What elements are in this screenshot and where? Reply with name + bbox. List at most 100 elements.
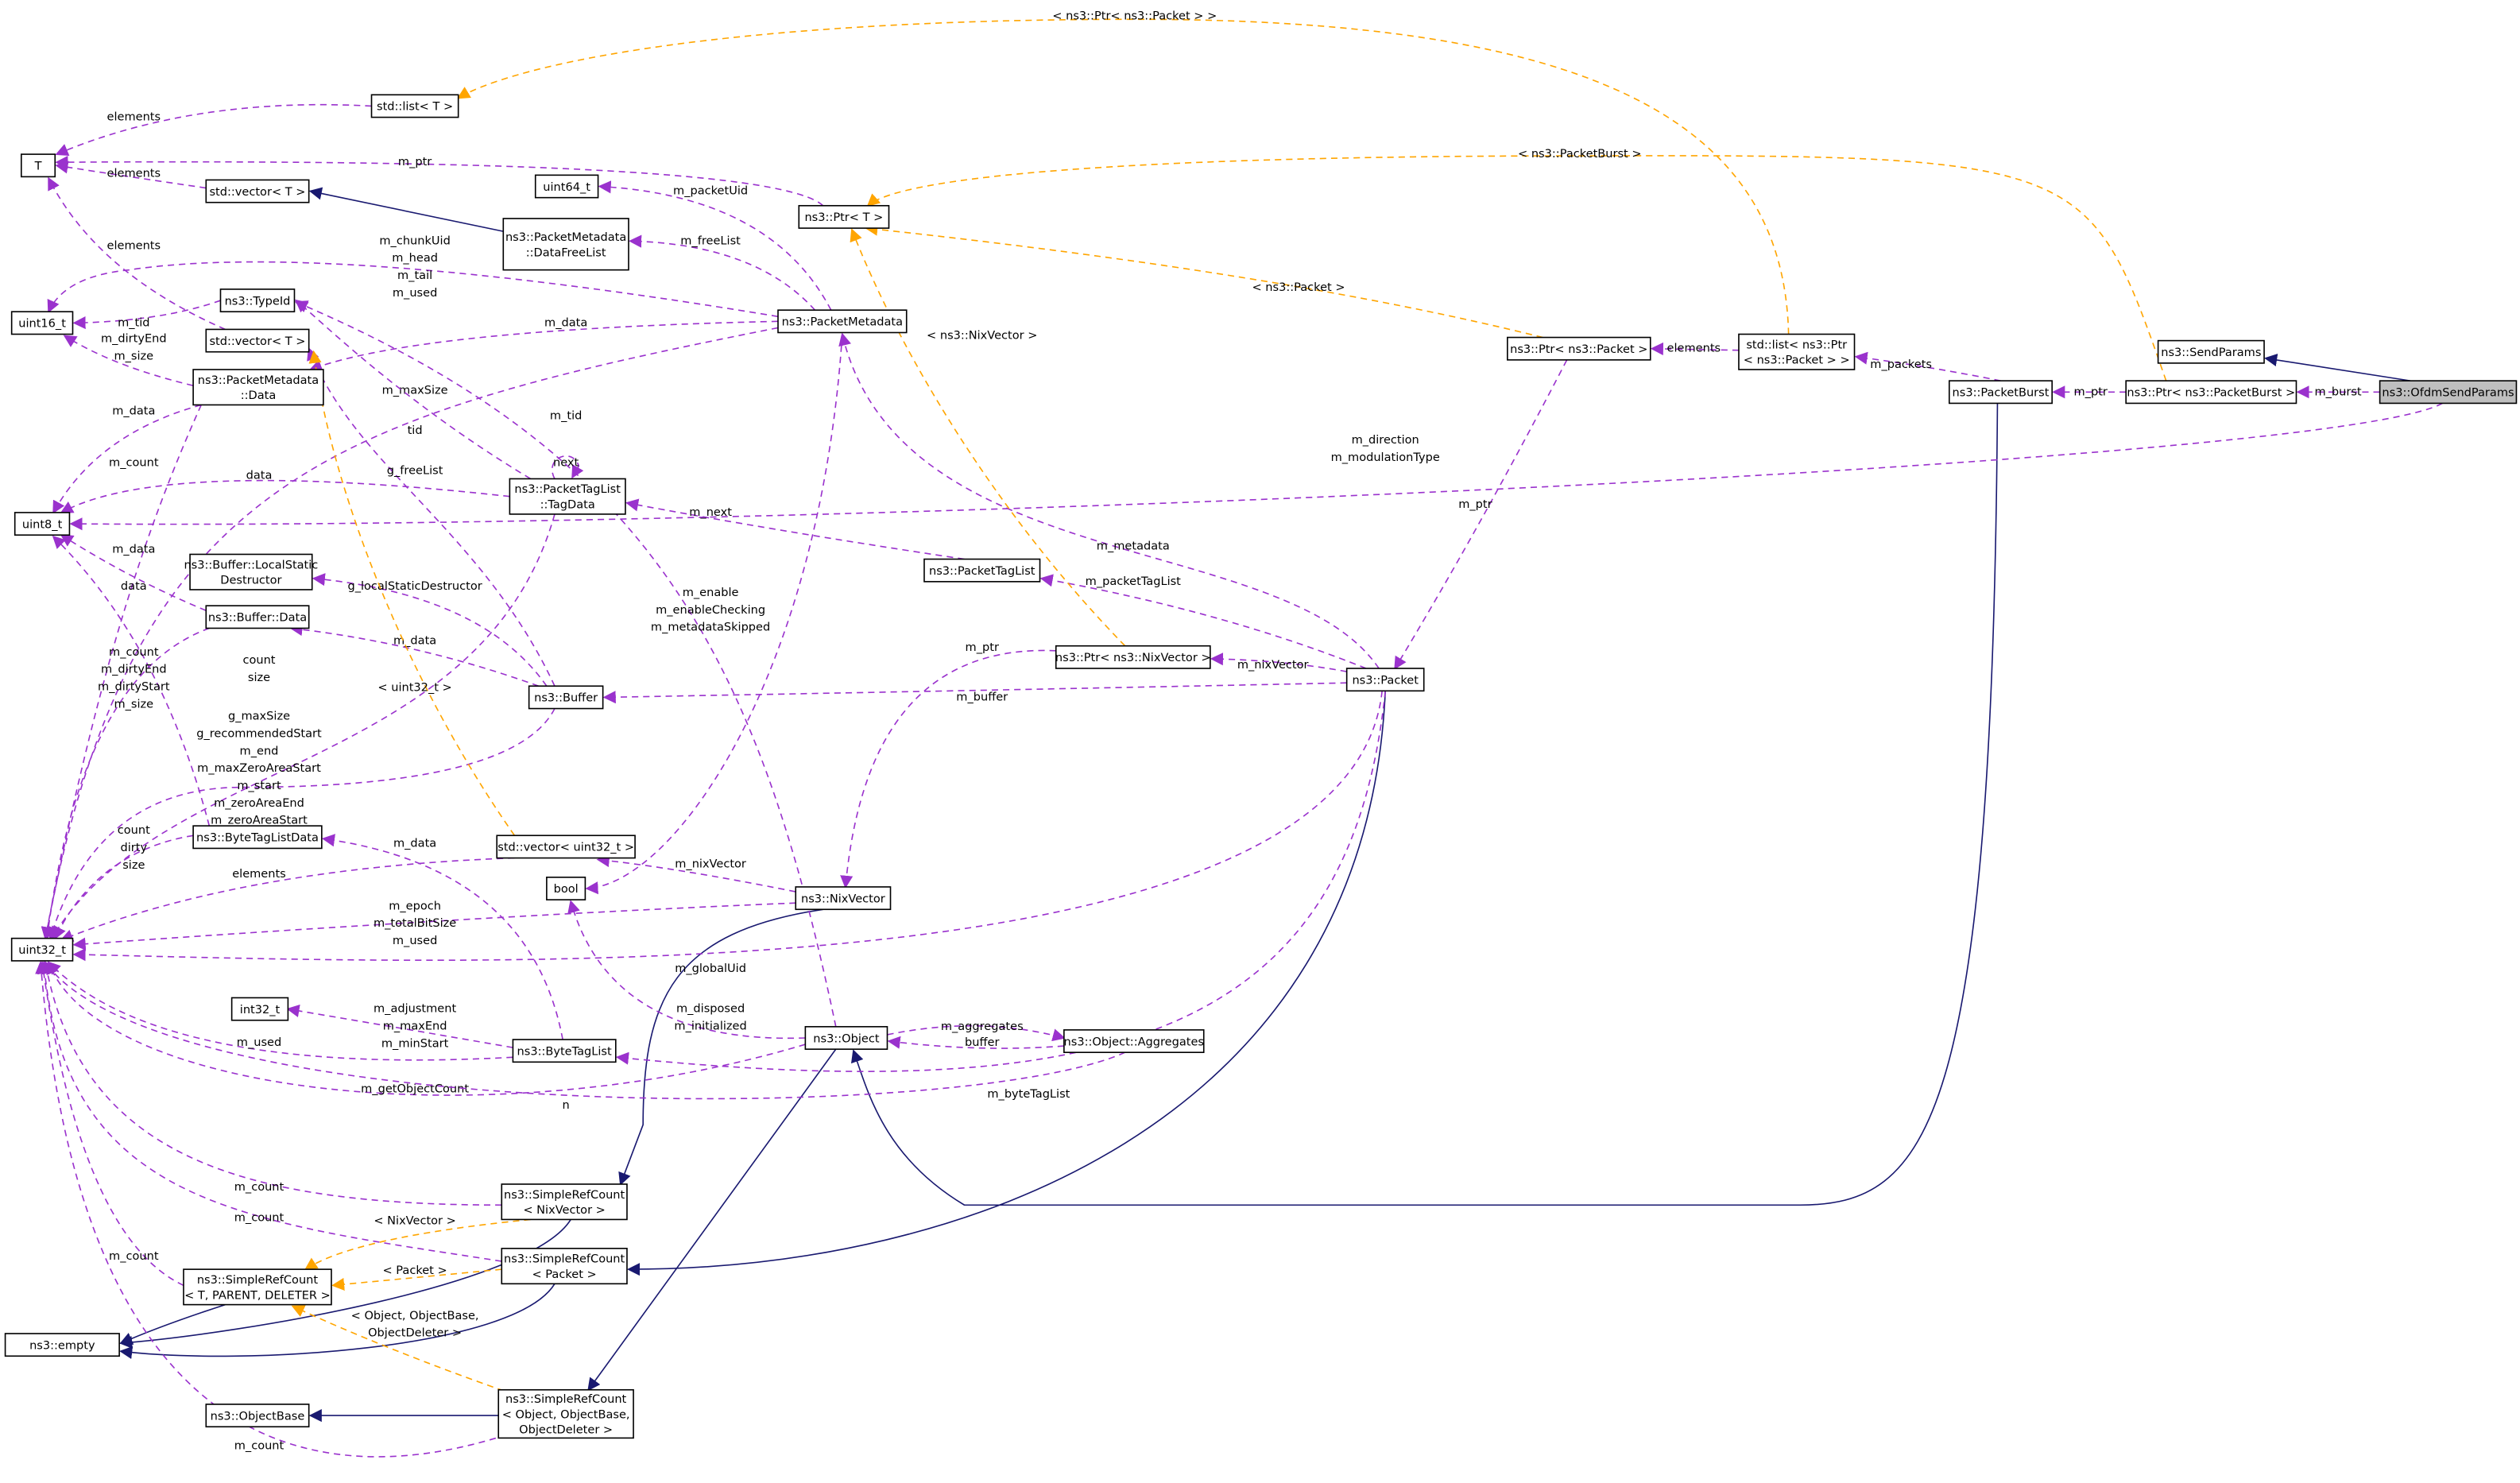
class-node-btl[interactable]: ns3::ByteTagList — [512, 1039, 617, 1063]
class-node-btld[interactable]: ns3::ByteTagListData — [192, 825, 323, 850]
class-node-dfl[interactable]: ns3::PacketMetadata::DataFreeList — [502, 218, 629, 271]
member-edge — [1210, 652, 1347, 672]
edge-label-line: m_tid — [118, 316, 149, 329]
class-node-tagdata[interactable]: ns3::PacketTagList::TagData — [509, 478, 626, 515]
edge-label: m_byteTagList — [987, 1087, 1070, 1101]
member-edge — [1854, 351, 2001, 381]
class-node-object[interactable]: ns3::Object — [804, 1026, 888, 1050]
class-node-bool[interactable]: bool — [546, 877, 586, 900]
node-label: ns3::Ptr< ns3::PacketBurst > — [2127, 386, 2295, 400]
edge-label-line: < ns3::Ptr< ns3::Packet > > — [1052, 9, 1217, 22]
class-node-packet[interactable]: ns3::Packet — [1345, 668, 1425, 692]
edge-label: m_used — [237, 1036, 281, 1049]
class-node-pmdata[interactable]: ns3::PacketMetadata::Data — [192, 369, 324, 406]
class-node-srcnix[interactable]: ns3::SimpleRefCount< NixVector > — [501, 1183, 628, 1221]
edge-label-line: m_size — [114, 349, 153, 362]
class-node-sendparams[interactable]: ns3::SendParams — [2157, 339, 2265, 364]
edge-label-line: m_getObjectCount — [361, 1082, 469, 1096]
edge-label: < Packet > — [382, 1264, 447, 1277]
class-node-ptrpkt[interactable]: ns3::Ptr< ns3::Packet > — [1507, 336, 1651, 361]
edge-label-line: < NixVector > — [374, 1214, 456, 1228]
class-node-srct[interactable]: ns3::SimpleRefCount< T, PARENT, DELETER … — [183, 1268, 332, 1306]
edge-label: m_aggregates — [941, 1020, 1024, 1033]
member-edge — [35, 960, 507, 1458]
class-node-empty[interactable]: ns3::empty — [4, 1333, 120, 1357]
edge-label: < NixVector > — [374, 1214, 456, 1228]
class-node-stdvectorT1[interactable]: std::vector< T > — [205, 179, 310, 203]
node-label: ns3::SimpleRefCount — [504, 1188, 625, 1202]
edge-label: m_getObjectCount — [361, 1082, 469, 1096]
edge-label: m_nixVector — [675, 858, 746, 871]
node-label: ns3::PacketMetadata — [505, 230, 626, 244]
edge-label: m_packets — [1870, 358, 1932, 371]
class-node-nix[interactable]: ns3::NixVector — [795, 886, 892, 911]
class-node-typeid[interactable]: ns3::TypeId — [219, 288, 296, 313]
edge-label: < ns3::Ptr< ns3::Packet > > — [1052, 9, 1217, 22]
class-node-buffer[interactable]: ns3::Buffer — [528, 685, 604, 710]
member-edge — [585, 334, 843, 895]
class-node-srcobj[interactable]: ns3::SimpleRefCount< Object, ObjectBase,… — [497, 1388, 634, 1439]
class-node-objbase[interactable]: ns3::ObjectBase — [205, 1404, 310, 1428]
class-node-listptr[interactable]: std::list< ns3::Ptr< ns3::Packet > > — [1738, 333, 1856, 370]
edge-label: m_nixVector — [1237, 658, 1309, 672]
edge-label: m_count — [234, 1439, 285, 1453]
class-node-aggr[interactable]: ns3::Object::Aggregates — [1063, 1029, 1205, 1054]
node-label: < Packet > — [532, 1268, 597, 1281]
inheritance-edge — [587, 1048, 837, 1392]
member-edge — [52, 535, 211, 827]
node-label: ::DataFreeList — [526, 246, 606, 259]
class-node-vecu32[interactable]: std::vector< uint32_t > — [496, 834, 636, 859]
node-box — [804, 1026, 888, 1050]
edge-label-line: m_maxZeroAreaStart — [197, 761, 321, 775]
edge-label: elements — [107, 110, 161, 124]
edge-label-line: m_used — [237, 1036, 281, 1049]
member-edge — [1039, 574, 1367, 669]
class-node-uint16[interactable]: uint16_t — [10, 311, 74, 335]
class-node-T[interactable]: T — [20, 153, 56, 178]
edge-label: m_freeList — [680, 234, 741, 247]
class-node-uint32[interactable]: uint32_t — [10, 937, 74, 962]
member-edge — [289, 623, 540, 687]
class-node-ptrpb[interactable]: ns3::Ptr< ns3::PacketBurst > — [2125, 380, 2297, 405]
node-label: ns3::NixVector — [801, 892, 885, 905]
class-node-bufdata[interactable]: ns3::Buffer::Data — [205, 605, 310, 629]
member-edge — [44, 961, 1126, 1100]
class-node-uint8[interactable]: uint8_t — [14, 512, 71, 536]
class-node-int32[interactable]: int32_t — [230, 997, 289, 1021]
node-box — [1345, 668, 1425, 692]
member-edge — [602, 682, 1347, 704]
class-node-uint64[interactable]: uint64_t — [534, 174, 599, 199]
class-node-ptl[interactable]: ns3::PacketTagList — [923, 558, 1041, 583]
class-node-ptrT[interactable]: ns3::Ptr< T > — [798, 204, 890, 229]
edge-label-line: m_adjustment — [374, 1002, 456, 1016]
class-node-ofdm[interactable]: ns3::OfdmSendParams — [2379, 380, 2518, 405]
class-node-stdvectorT2[interactable]: std::vector< T > — [205, 328, 310, 353]
edge-label-line: m_used — [393, 934, 437, 947]
class-node-srcpkt[interactable]: ns3::SimpleRefCount< Packet > — [501, 1248, 628, 1285]
class-node-pm[interactable]: ns3::PacketMetadata — [777, 309, 908, 334]
class-node-ptrnix[interactable]: ns3::Ptr< ns3::NixVector > — [1055, 645, 1211, 669]
edge-label-line: m_data — [393, 634, 436, 648]
node-label: uint8_t — [22, 517, 63, 531]
edge-label-line: m_freeList — [680, 234, 741, 247]
edge-label: m_data — [544, 316, 587, 329]
edge-label-line: count — [118, 823, 150, 837]
inheritance-edge — [119, 1283, 555, 1359]
node-box — [2125, 380, 2297, 405]
class-node-pburst[interactable]: ns3::PacketBurst — [1948, 380, 2053, 405]
edge-label: < ns3::NixVector > — [927, 329, 1037, 343]
edge-label: g_localStaticDestructor — [347, 579, 482, 593]
member-edge — [840, 649, 1056, 889]
edge-label-line: data — [121, 579, 147, 593]
edge-label-line: m_start — [237, 779, 281, 792]
member-edge — [46, 961, 806, 1096]
member-edge — [838, 332, 1380, 669]
member-edge — [41, 405, 202, 940]
node-label: ns3::PacketTagList — [929, 564, 1035, 578]
class-node-stdlistT[interactable]: std::list< T > — [370, 94, 459, 118]
inheritance-edge — [618, 908, 823, 1186]
node-box — [370, 94, 459, 118]
